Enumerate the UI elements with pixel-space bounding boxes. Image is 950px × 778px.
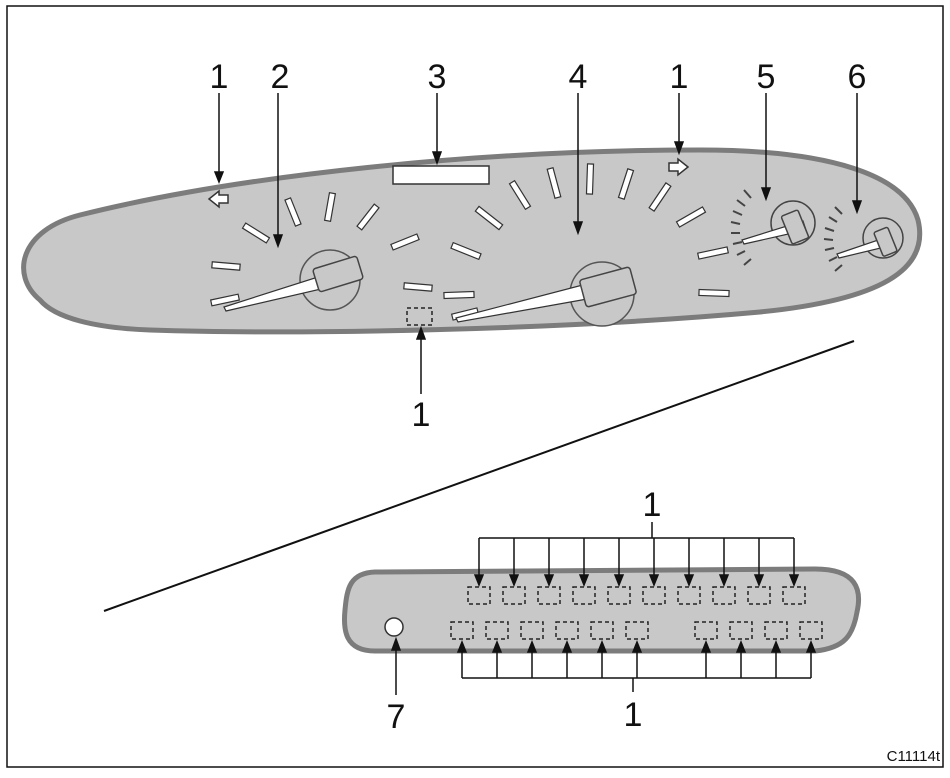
gauge-6 [823, 206, 904, 272]
separator-line [103, 340, 855, 612]
gauge-5 [730, 189, 816, 266]
panel-bottom-bracket [456, 639, 817, 692]
gauge-6-scale [823, 206, 843, 272]
lower-panel-bottom-lamps [450, 621, 823, 640]
figure-border [6, 5, 944, 768]
callout-5-gauge: 5 [757, 58, 776, 96]
knob-7 [384, 617, 404, 637]
callout-6-gauge: 6 [848, 58, 867, 96]
main-leader-lines [213, 93, 863, 394]
cluster-housing [21, 147, 923, 335]
figure-code: C11114t [887, 748, 941, 765]
callout-7-knob: 7 [387, 698, 406, 736]
tachometer-scale [209, 191, 433, 307]
callout-1-panel-top: 1 [643, 486, 662, 524]
right-turn-arrow-icon [668, 157, 690, 177]
callout-1-lower-lamp: 1 [412, 396, 431, 434]
knob-7-leader [390, 636, 402, 695]
speedometer-needle [455, 261, 637, 327]
main-cluster [21, 147, 923, 335]
tachometer-needle [223, 249, 364, 312]
display-window [392, 165, 490, 185]
callout-2-tachometer: 2 [271, 58, 290, 96]
left-turn-arrow-icon [207, 189, 229, 209]
speedometer-scale [443, 163, 730, 321]
callout-1-right-arrow: 1 [670, 58, 689, 96]
callout-1-left-arrow: 1 [210, 58, 229, 96]
gauge-5-scale [730, 189, 752, 266]
callout-3-display: 3 [428, 58, 447, 96]
lower-panel [342, 566, 862, 654]
panel-top-bracket [473, 522, 800, 588]
callout-4-speedometer: 4 [569, 58, 588, 96]
callout-1-panel-bottom: 1 [624, 696, 643, 734]
